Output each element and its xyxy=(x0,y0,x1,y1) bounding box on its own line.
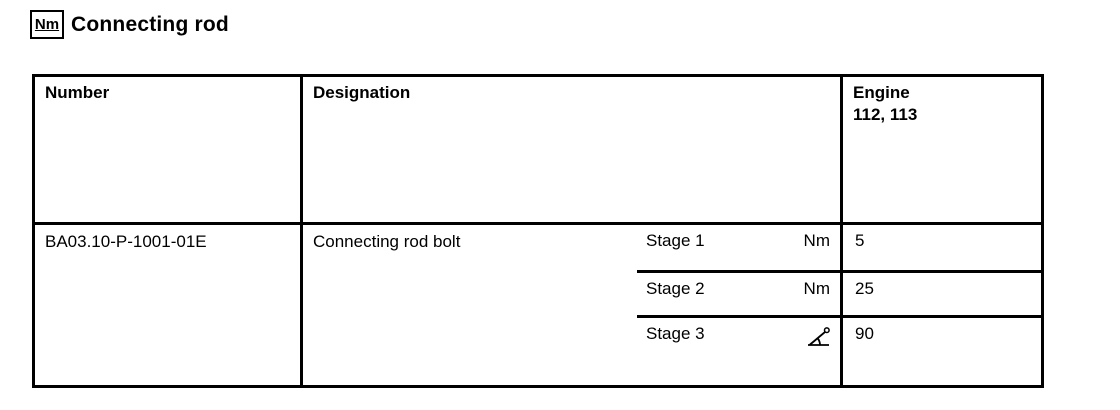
cell-number: BA03.10-P-1001-01E xyxy=(35,225,303,385)
nm-torque-icon: Nm xyxy=(30,10,64,39)
cell-designation: Connecting rod bolt Stage 1 Nm Stage 2 N… xyxy=(303,225,843,385)
header-engine-models: 112, 113 xyxy=(853,105,918,124)
stage-subtable: Stage 1 Nm Stage 2 Nm Stage 3 xyxy=(637,225,840,385)
page-title: Connecting rod xyxy=(71,12,229,36)
table-row: BA03.10-P-1001-01E Connecting rod bolt S… xyxy=(35,225,1041,385)
angle-degrees-icon xyxy=(806,324,830,348)
stage-row-1: Stage 1 Nm xyxy=(637,225,840,270)
header-engine: Engine 112, 113 xyxy=(843,77,1041,222)
document-header: Nm Connecting rod xyxy=(30,10,229,39)
stage-1-unit: Nm xyxy=(803,231,830,250)
stage-2-label: Stage 2 xyxy=(646,279,705,298)
stage-1-label: Stage 1 xyxy=(646,231,705,250)
header-number: Number xyxy=(35,77,303,222)
stage-2-unit: Nm xyxy=(803,279,830,298)
engine-value-stage-2: 25 xyxy=(843,270,1041,315)
torque-spec-table: Number Designation Engine 112, 113 BA03.… xyxy=(32,74,1044,388)
stage-row-3: Stage 3 xyxy=(637,315,840,385)
designation-text: Connecting rod bolt xyxy=(313,232,461,251)
header-designation: Designation xyxy=(303,77,843,222)
stage-3-label: Stage 3 xyxy=(646,324,705,343)
cell-engine-values: 5 25 90 xyxy=(843,225,1041,385)
header-engine-label: Engine xyxy=(853,83,910,102)
table-header-row: Number Designation Engine 112, 113 xyxy=(35,77,1041,225)
engine-value-stage-1: 5 xyxy=(855,231,865,250)
stage-row-2: Stage 2 Nm xyxy=(637,270,840,315)
engine-value-stage-3: 90 xyxy=(843,315,1041,385)
